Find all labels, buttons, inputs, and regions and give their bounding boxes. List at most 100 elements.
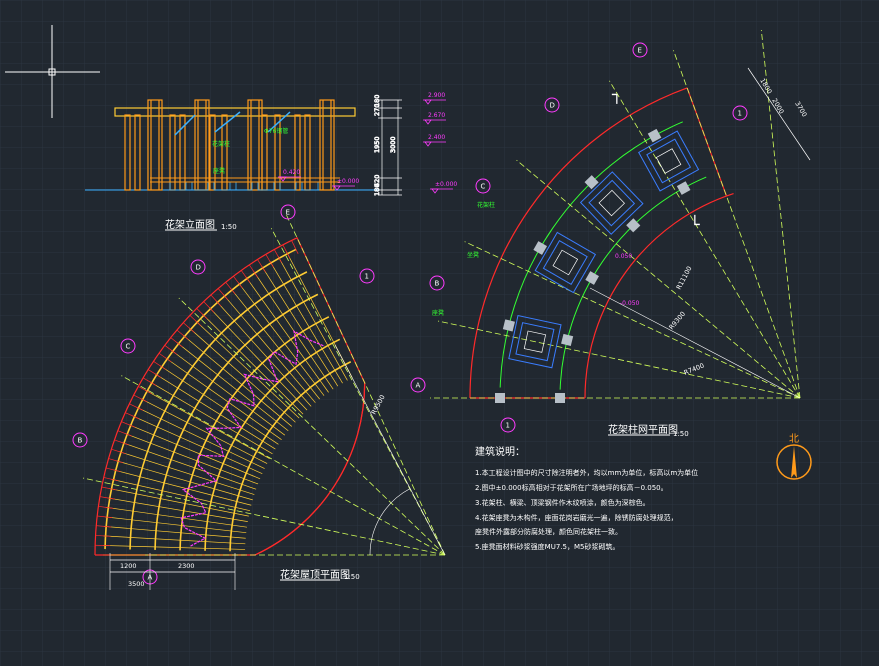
roof-tick bbox=[121, 421, 136, 428]
colplan-level-2: -0.050 bbox=[620, 300, 640, 307]
column-plan-title: 花架柱网平面图 bbox=[608, 423, 678, 436]
roof-axis-line bbox=[83, 477, 446, 556]
elevation-dim-0: 180 bbox=[373, 95, 381, 107]
roof-tick bbox=[97, 515, 113, 519]
roof-purlin bbox=[113, 469, 252, 506]
colplan-dim-line bbox=[747, 67, 811, 161]
roof-tick bbox=[108, 458, 124, 463]
elevation-column bbox=[319, 99, 335, 191]
roof-purlin bbox=[121, 442, 257, 490]
roof-axis-1 bbox=[359, 268, 375, 284]
roof-tick bbox=[176, 329, 189, 340]
colplan-column-marker bbox=[584, 175, 599, 190]
footing-inner bbox=[523, 330, 547, 353]
roof-purlin bbox=[277, 256, 348, 381]
roof-plan-scale: 1:50 bbox=[344, 573, 360, 581]
bench-line bbox=[150, 177, 340, 183]
colplan-column-marker bbox=[585, 271, 599, 285]
roof-tick bbox=[217, 288, 229, 301]
colplan-column-marker bbox=[502, 319, 515, 332]
roof-beam-arc bbox=[154, 293, 319, 550]
note-1: 1.本工程设计图中的尺寸除注明者外，均以mm为单位，标高以m为单位 bbox=[475, 468, 698, 477]
roof-purlin bbox=[104, 526, 246, 539]
elevation-dim-1: 270 bbox=[373, 104, 381, 116]
roof-tick bbox=[101, 486, 117, 491]
roof-purlin bbox=[245, 276, 329, 393]
colplan-bench-arc bbox=[559, 176, 707, 390]
roof-purlin bbox=[125, 433, 259, 485]
colplan-axis-e-label: E bbox=[638, 47, 642, 55]
roof-purlin bbox=[128, 424, 261, 480]
roof-tick bbox=[133, 394, 148, 403]
label-pipe: Φ76钢管 bbox=[264, 127, 288, 135]
roof-axis-e bbox=[280, 204, 296, 220]
column-plan-scale: 1:50 bbox=[673, 430, 689, 438]
roof-purlin bbox=[111, 478, 251, 512]
section-mark-b: └ bbox=[690, 214, 700, 234]
roof-purlin bbox=[182, 334, 293, 427]
roof-purlin bbox=[215, 300, 312, 407]
roof-purlin bbox=[159, 365, 279, 445]
roof-purlin bbox=[261, 266, 339, 387]
footing-mid bbox=[542, 239, 588, 286]
footing-mid bbox=[588, 179, 636, 227]
roof-tick bbox=[210, 294, 222, 307]
roof-tick bbox=[98, 505, 114, 509]
colplan-axis-1b bbox=[500, 417, 516, 433]
elevation-dim-2: 1950 bbox=[373, 136, 381, 153]
notes-heading: 建筑说明： bbox=[475, 445, 525, 458]
roof-purlin bbox=[223, 294, 316, 403]
elevation-level-2: 2.400 bbox=[428, 134, 445, 141]
footing-outer bbox=[638, 130, 700, 192]
colplan-column-marker bbox=[647, 128, 662, 143]
roof-tick bbox=[117, 430, 132, 437]
colplan-axis-line bbox=[464, 241, 801, 399]
colplan-label-bench: 坐凳 bbox=[467, 251, 479, 259]
roof-tick bbox=[99, 496, 115, 500]
roof-purlin bbox=[269, 261, 343, 384]
colplan-column-marker bbox=[555, 393, 565, 403]
roof-purlin bbox=[109, 488, 249, 517]
roof-beam-arc bbox=[129, 271, 308, 550]
section-mark-a: ┐ bbox=[611, 85, 622, 104]
roof-purlin bbox=[140, 398, 268, 464]
footing-outer bbox=[534, 231, 597, 294]
roof-purlin bbox=[176, 342, 289, 432]
roof-tick bbox=[96, 525, 112, 528]
colplan-axis-a-label: A bbox=[416, 382, 421, 390]
elevation-level-4: ±0.000 bbox=[337, 178, 359, 185]
footing-outer bbox=[508, 314, 562, 369]
roof-dim-3500: 3500 bbox=[128, 580, 145, 588]
colplan-axis-c-label: C bbox=[481, 183, 486, 191]
elevation-bracket bbox=[174, 114, 196, 136]
colplan-axis-e bbox=[632, 42, 648, 58]
roof-dim-2300: 2300 bbox=[178, 562, 195, 570]
colplan-axis-1b-label: 1 bbox=[506, 422, 510, 430]
colplan-radius-line bbox=[589, 287, 801, 399]
roof-tick bbox=[105, 467, 121, 473]
footing-mid bbox=[515, 322, 555, 362]
level-marker bbox=[424, 99, 432, 105]
roof-tick bbox=[273, 249, 282, 263]
roof-axis-line bbox=[178, 297, 446, 556]
colplan-axis-1-label: 1 bbox=[738, 110, 742, 118]
roof-tick bbox=[233, 276, 243, 289]
roof-tick bbox=[257, 259, 266, 273]
elevation-post bbox=[134, 114, 141, 191]
roof-purlin bbox=[154, 373, 276, 450]
elevation-level-3: 0.420 bbox=[283, 169, 300, 176]
roof-tick bbox=[225, 282, 236, 295]
roof-plan-view: ABCDE1R9500120023003500 bbox=[72, 204, 446, 590]
footing-inner bbox=[598, 189, 625, 217]
roof-beam-arc bbox=[104, 248, 297, 550]
roof-purlin bbox=[202, 313, 304, 415]
roof-purlin bbox=[208, 307, 308, 411]
roof-tick bbox=[164, 345, 177, 355]
roof-beam-arc bbox=[229, 361, 352, 552]
roof-purlin bbox=[118, 451, 255, 495]
roof-beam-arc bbox=[204, 338, 341, 551]
roof-tick bbox=[240, 270, 251, 283]
